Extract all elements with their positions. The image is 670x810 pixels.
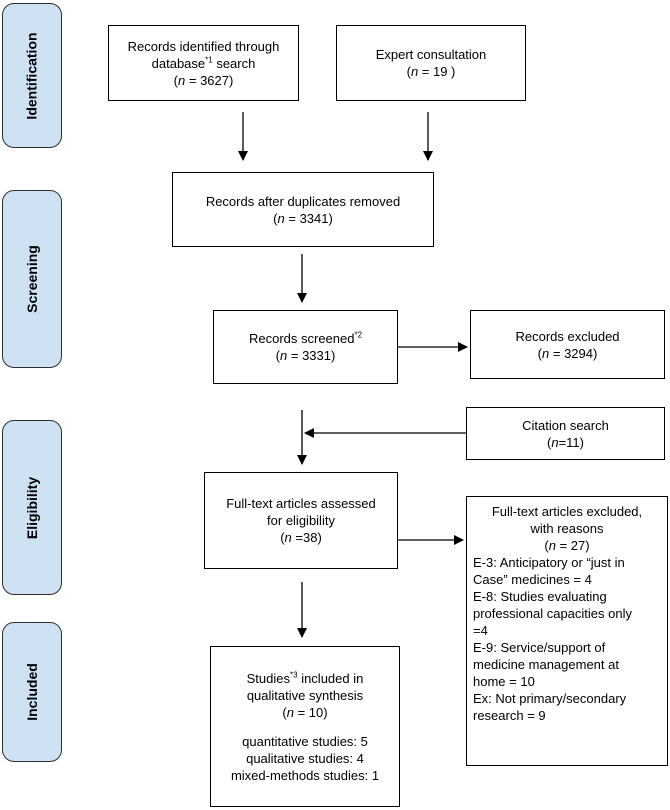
- included-n-label: n: [286, 704, 294, 720]
- box-duplicates-removed: Records after duplicates removed (n = 33…: [172, 172, 434, 247]
- expert-n-value: = 19 ): [418, 64, 456, 79]
- database-line2-pre: database: [151, 55, 206, 71]
- reason-line: E-8: Studies evaluating: [473, 589, 607, 604]
- database-count: (n = 3627): [173, 72, 234, 88]
- screened-line1: Records screened*2: [249, 330, 362, 347]
- database-line2-post: search: [212, 55, 256, 71]
- ft-excluded-line2: with reasons: [530, 521, 604, 536]
- box-fulltext-assessed: Full-text articles assessed for eligibil…: [204, 472, 398, 569]
- expert-line1: Expert consultation: [375, 47, 487, 62]
- excluded-n-label: n: [542, 345, 550, 361]
- expert-n-label: n: [410, 64, 419, 79]
- database-line1: Records identified through: [127, 38, 280, 54]
- included-n-value: = 10): [293, 704, 328, 720]
- fulltext-n-label: n: [284, 530, 292, 545]
- reason-line: professional capacities only: [473, 606, 632, 621]
- ft-excluded-reasons: E-3: Anticipatory or “just in Case” medi…: [473, 554, 661, 724]
- fulltext-line1: Full-text articles assessed: [226, 496, 376, 511]
- ft-excluded-line1: Full-text articles excluded,: [491, 504, 643, 519]
- reason-line: =4: [473, 623, 488, 638]
- included-breakdown-qualitative: qualitative studies: 4: [246, 750, 364, 766]
- reason-line: Case” medicines = 4: [473, 572, 592, 587]
- included-line1-post: included in: [297, 670, 364, 686]
- screened-count: (n = 3331): [275, 348, 336, 363]
- expert-count: (n = 19 ): [406, 64, 456, 79]
- phase-eligibility: Eligibility: [2, 420, 62, 595]
- duplicates-line1: Records after duplicates removed: [205, 193, 401, 209]
- included-line1-pre: Studies: [246, 670, 291, 686]
- excluded-count: (n = 3294): [537, 345, 598, 361]
- citation-n-value: =11): [558, 434, 584, 450]
- box-fulltext-excluded: Full-text articles excluded, with reason…: [466, 496, 668, 766]
- ft-excluded-header: Full-text articles excluded, with reason…: [473, 503, 661, 554]
- reason-line: medicine management at: [473, 657, 619, 672]
- included-breakdown-quantitative: quantitative studies: 5: [242, 733, 368, 749]
- box-citation-search: Citation search (n=11): [466, 407, 665, 460]
- screened-n-label: n: [280, 348, 288, 363]
- box-records-screened: Records screened*2 (n = 3331): [213, 310, 398, 384]
- box-studies-included: Studies*3 included in qualitative synthe…: [210, 646, 400, 807]
- citation-count: (n=11): [547, 434, 584, 450]
- duplicates-count: (n = 3341): [273, 210, 333, 226]
- database-n-label: n: [178, 72, 186, 88]
- reason-line: research = 9: [473, 708, 546, 723]
- included-breakdown-mixed: mixed-methods studies: 1: [230, 767, 380, 783]
- box-database-records: Records identified through database*1 se…: [108, 25, 299, 101]
- fulltext-count: (n =38): [280, 530, 322, 545]
- phase-identification: Identification: [2, 3, 62, 148]
- ft-excluded-count: (n = 27): [544, 538, 590, 553]
- citation-line1: Citation search: [522, 417, 609, 433]
- fulltext-n-value: =38): [291, 530, 322, 545]
- duplicates-n-label: n: [277, 210, 285, 226]
- screened-line1-pre: Records screened: [248, 331, 355, 346]
- excluded-line1: Records excluded: [515, 328, 620, 344]
- ft-excluded-n-label: n: [548, 538, 556, 553]
- reason-line: home = 10: [473, 674, 535, 689]
- database-n-value: = 3627): [185, 72, 234, 88]
- screened-n-value: = 3331): [287, 348, 336, 363]
- database-line2: database*1 search: [152, 55, 256, 72]
- included-count: (n = 10): [282, 704, 328, 720]
- phase-included: Included: [2, 622, 62, 762]
- reason-line: E-3: Anticipatory or “just in: [473, 555, 625, 570]
- included-footnote-3: *3: [290, 670, 298, 680]
- included-line2: qualitative synthesis: [246, 687, 364, 703]
- fulltext-line2: for eligibility: [267, 513, 335, 528]
- citation-n-label: n: [551, 434, 559, 450]
- excluded-n-value: = 3294): [549, 345, 598, 361]
- reason-line: E-9: Service/support of: [473, 640, 606, 655]
- database-footnote-1: *1: [205, 55, 213, 65]
- reason-line: Ex: Not primary/secondary: [473, 691, 627, 706]
- screened-footnote-2: *2: [354, 330, 363, 340]
- duplicates-n-value: = 3341): [284, 210, 333, 226]
- ft-excluded-n-value: = 27): [555, 538, 590, 553]
- box-records-excluded: Records excluded (n = 3294): [470, 310, 665, 379]
- box-expert-consultation: Expert consultation (n = 19 ): [336, 25, 526, 101]
- phase-screening: Screening: [2, 190, 62, 368]
- included-line1: Studies*3 included in: [247, 670, 364, 687]
